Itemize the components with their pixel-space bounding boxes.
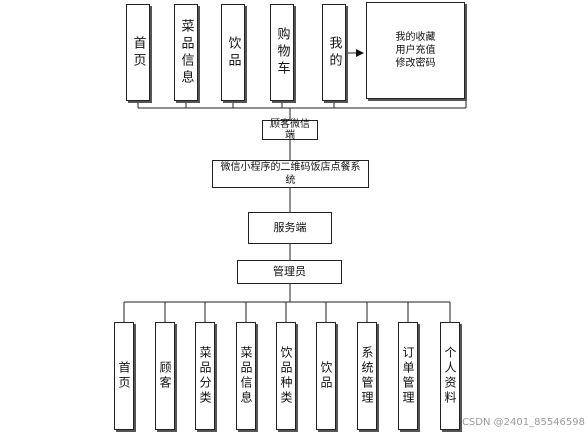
- bottom-module-drinks: 饮品: [316, 322, 336, 430]
- top-module-cart: 购物车: [270, 4, 294, 101]
- bottom-module-dish-category: 菜品分类: [195, 322, 215, 430]
- top-module-dish-info-label: 菜品信息: [178, 18, 194, 87]
- top-module-home-label: 首页: [130, 35, 146, 70]
- bottom-module-dish-info-label: 菜品信息: [239, 346, 253, 406]
- bottom-module-order-admin-label: 订单管理: [401, 346, 415, 406]
- bottom-module-order-admin: 订单管理: [398, 322, 418, 430]
- bottom-module-customers-label: 顾客: [158, 361, 172, 391]
- bottom-module-dish-info: 菜品信息: [236, 322, 256, 430]
- bottom-module-profile-label: 个人资料: [443, 346, 457, 406]
- bottom-module-dish-category-label: 菜品分类: [198, 346, 212, 406]
- bottom-module-home-label: 首页: [117, 361, 131, 391]
- system-node: 微信小程序的二维码饭店点餐系统: [212, 160, 369, 188]
- admin-label: 管理员: [273, 265, 306, 278]
- top-module-home: 首页: [126, 4, 150, 101]
- bottom-module-drink-type-label: 饮品种类: [279, 346, 293, 406]
- system-label: 微信小程序的二维码饭店点餐系统: [220, 162, 361, 186]
- bottom-module-system-admin-label: 系统管理: [360, 346, 374, 406]
- watermark: CSDN @2401_85546598: [461, 417, 585, 428]
- bottom-module-home: 首页: [114, 322, 134, 430]
- bottom-module-drink-type: 饮品种类: [276, 322, 296, 430]
- mine-submenu-text: 我的收藏 用户充值 修改密码: [395, 32, 436, 69]
- client-label: 顾客微信端: [270, 119, 310, 141]
- top-module-mine: 我的: [322, 4, 346, 101]
- bottom-module-system-admin: 系统管理: [357, 322, 377, 430]
- server-node: 服务端: [248, 212, 332, 244]
- top-module-cart-label: 购物车: [274, 27, 290, 78]
- bottom-module-profile: 个人资料: [440, 322, 460, 430]
- bottom-module-drinks-label: 饮品: [319, 361, 333, 391]
- bottom-module-customers: 顾客: [155, 322, 175, 430]
- client-node: 顾客微信端: [262, 119, 318, 141]
- server-label: 服务端: [273, 221, 307, 234]
- mine-submenu-box: 我的收藏 用户充值 修改密码: [366, 2, 465, 99]
- admin-node: 管理员: [237, 260, 342, 284]
- top-module-mine-label: 我的: [326, 35, 342, 70]
- top-module-dish-info: 菜品信息: [174, 4, 198, 101]
- top-module-drinks-label: 饮品: [225, 35, 241, 70]
- top-module-drinks: 饮品: [221, 4, 245, 101]
